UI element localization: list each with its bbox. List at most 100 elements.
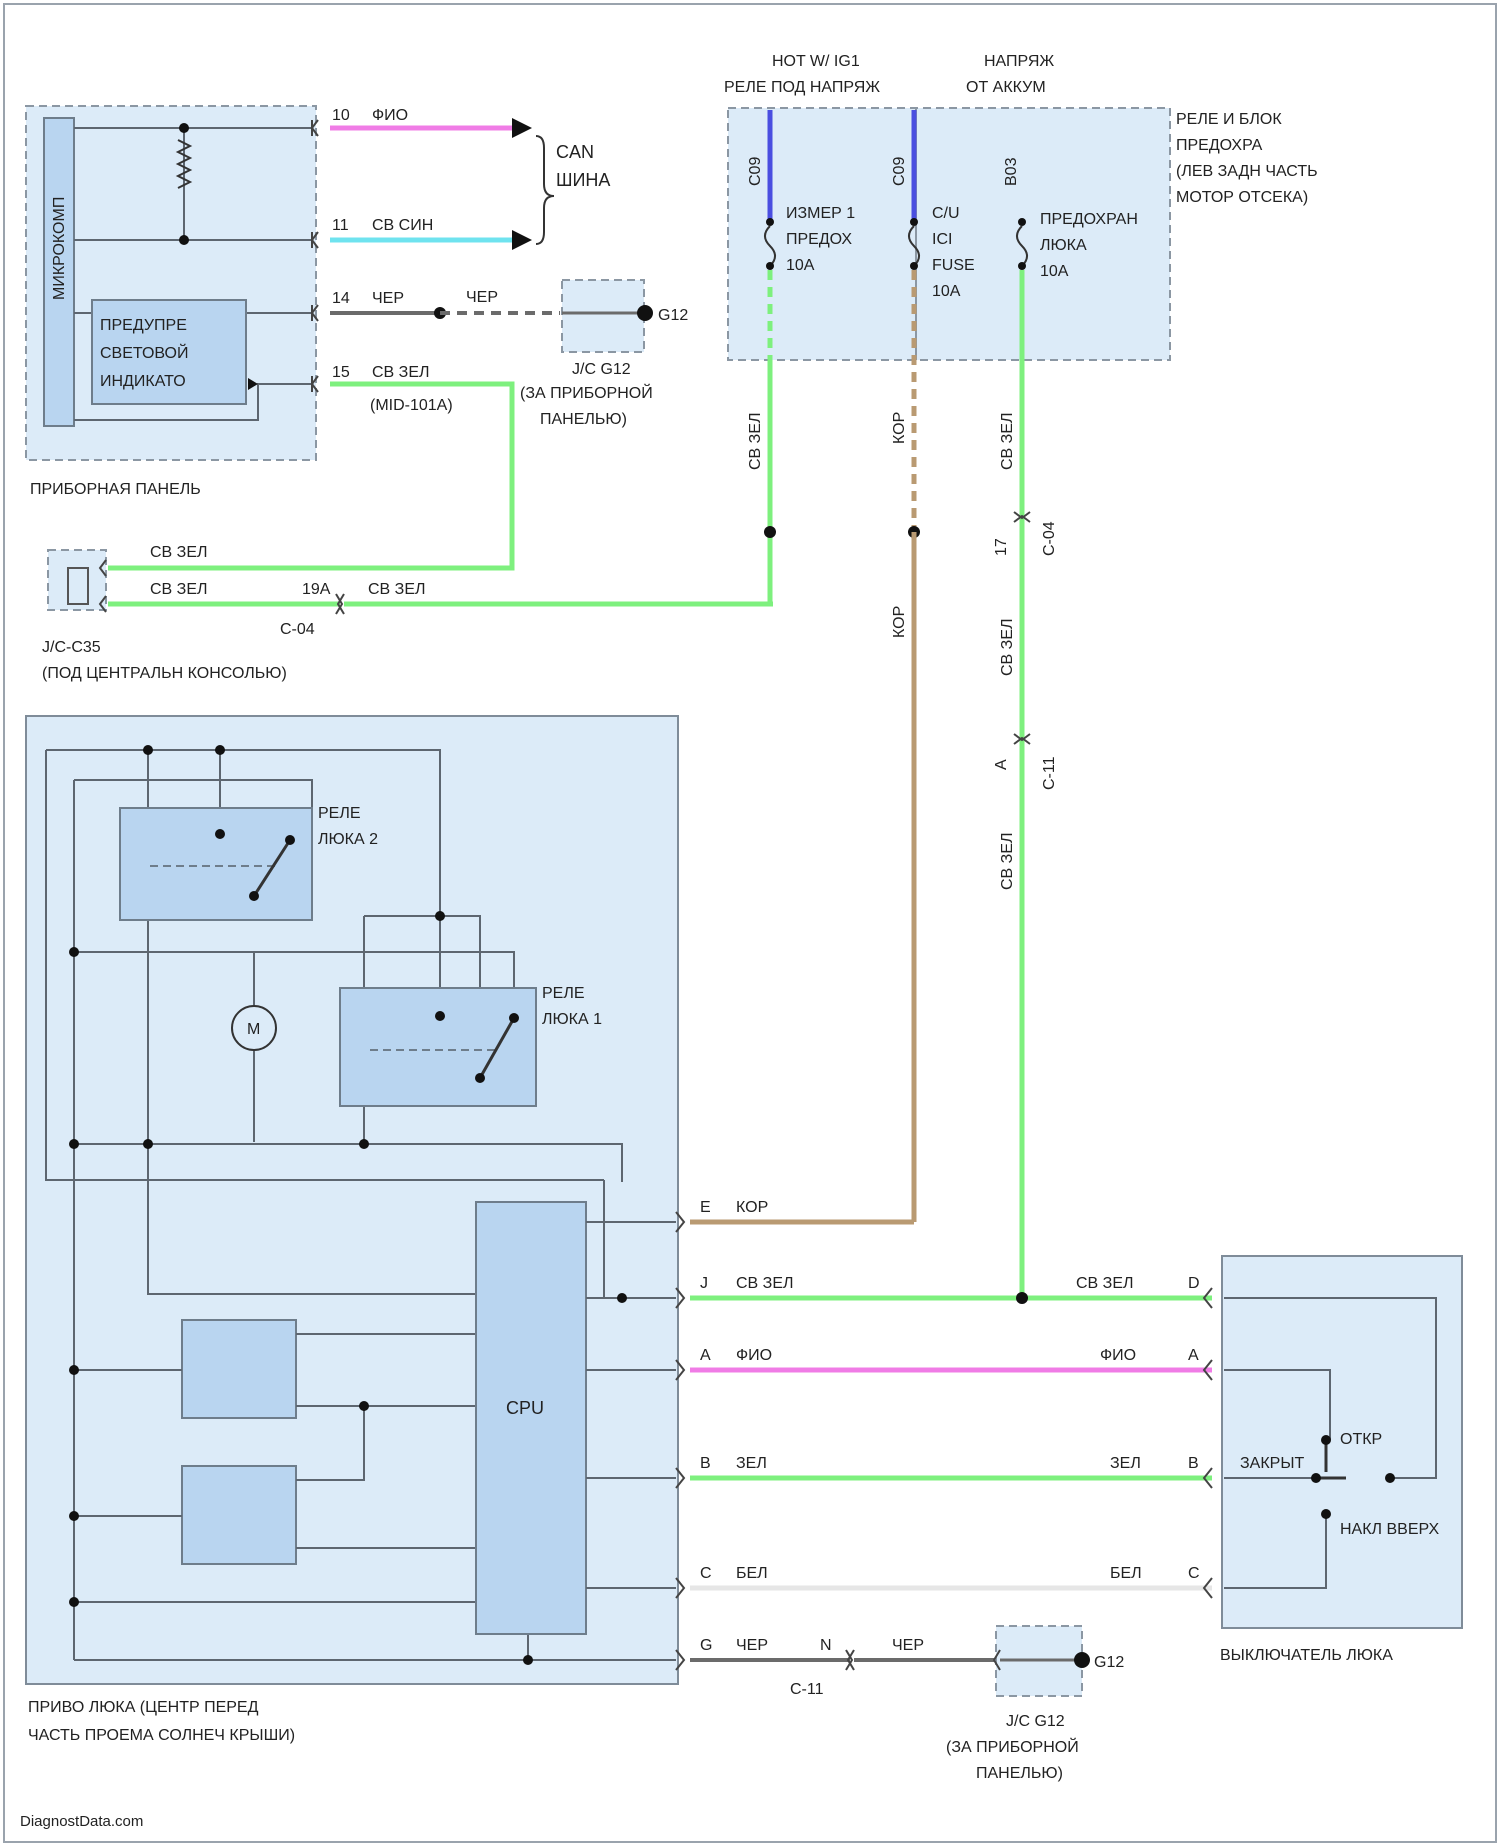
c35-wire-top: СВ ЗЕЛ — [150, 544, 208, 561]
switch-wire-c: БЕЛ — [1110, 1565, 1142, 1582]
c04-wire: СВ ЗЕЛ — [999, 618, 1016, 676]
wire-label-black: ЧЕР — [372, 290, 404, 307]
wire-label-black-2: ЧЕР — [466, 289, 498, 306]
relay-caption-2: ПРЕДОХРА — [1176, 137, 1263, 154]
c35-connector: C-04 — [280, 621, 315, 638]
wire-e: КОР — [736, 1199, 768, 1216]
fuse3-code: B03 — [1003, 157, 1020, 186]
jc-c35-caption-1: J/C-C35 — [42, 639, 101, 656]
instrument-panel: МИКРОКОМП ПРЕДУПРЕ СВЕТОВОЙ ИНДИКАТО ПРИ… — [26, 106, 316, 498]
fuse3-line2: ЛЮКА — [1040, 237, 1087, 254]
relay2-label-1: РЕЛЕ — [318, 805, 361, 822]
relay1-label-1: РЕЛЕ — [542, 985, 585, 1002]
brown-mid-label: КОР — [891, 606, 908, 638]
wire-c: БЕЛ — [736, 1565, 768, 1582]
ground-point — [637, 305, 653, 321]
c11-label: C-11 — [1041, 756, 1058, 790]
ground-label: G12 — [658, 307, 688, 324]
jc-g12-bottom-caption-1: J/C G12 — [1006, 1713, 1065, 1730]
switch-pin-b: B — [1188, 1455, 1199, 1472]
c04-label: C-04 — [1041, 521, 1058, 556]
switch-wire-d: СВ ЗЕЛ — [1076, 1275, 1134, 1292]
sunroof-motor-unit: РЕЛЕ ЛЮКА 2 M РЕЛЕ ЛЮКА 1 CPU — [26, 716, 678, 1744]
wire-label-cyan: СВ СИН — [372, 217, 433, 234]
sunroof-relay-1 — [340, 988, 536, 1106]
motor-caption-2: ЧАСТЬ ПРОЕМА СОЛНЕЧ КРЫШИ) — [28, 1727, 295, 1744]
fuse3-line3: 10A — [1040, 263, 1069, 280]
c35-wire-bottom: СВ ЗЕЛ — [150, 581, 208, 598]
relay-caption-3: (ЛЕВ ЗАДН ЧАСТЬ — [1176, 163, 1318, 180]
relay1-label-2: ЛЮКА 1 — [542, 1011, 602, 1028]
jc-g12-top-caption-2: ПАНЕЛЬЮ) — [540, 411, 627, 428]
indicator-line-3: ИНДИКАТО — [100, 373, 186, 390]
cpu-block — [476, 1202, 586, 1634]
relay-title-left-2: РЕЛЕ ПОД НАПРЯЖ — [724, 79, 880, 96]
pin-a: A — [700, 1347, 711, 1364]
ground-point — [1074, 1652, 1090, 1668]
cpu-label: CPU — [506, 1398, 544, 1418]
switch-close: ЗАКРЫТ — [1240, 1455, 1304, 1472]
jc-c35-box — [48, 550, 106, 610]
fuse2-line2: ICI — [932, 231, 952, 248]
relay-title-left-1: HOT W/ IG1 — [772, 53, 860, 70]
c04-pin: 17 — [993, 538, 1010, 556]
switch-wire-b: ЗЕЛ — [1110, 1455, 1141, 1472]
jc-g12-top-name: J/C G12 — [572, 361, 631, 378]
fuse2-drop-wire: КОР — [891, 412, 908, 444]
jc-g12-bottom-caption-2: (ЗА ПРИБОРНОЙ — [946, 1737, 1079, 1756]
fuse1-line1: ИЗМЕР 1 — [786, 205, 855, 222]
motor-caption-1: ПРИВО ЛЮКА (ЦЕНТР ПЕРЕД — [28, 1699, 259, 1716]
fuse1-code: C09 — [747, 157, 764, 186]
wire-label-pink: ФИО — [372, 107, 408, 124]
fuse3-line1: ПРЕДОХРАН — [1040, 211, 1138, 228]
pin-j: J — [700, 1275, 708, 1292]
switch-pin-d: D — [1188, 1275, 1200, 1292]
wire-a: ФИО — [736, 1347, 772, 1364]
relay2-label-2: ЛЮКА 2 — [318, 831, 378, 848]
wire-j: СВ ЗЕЛ — [736, 1275, 794, 1292]
fuse2-line1: C/U — [932, 205, 960, 222]
wire-b: ЗЕЛ — [736, 1455, 767, 1472]
switch-wire-a: ФИО — [1100, 1347, 1136, 1364]
switch-tilt: НАКЛ ВВЕРХ — [1340, 1521, 1439, 1538]
c11-ground-connector: C-11 — [790, 1681, 824, 1698]
microcomputer-label: МИКРОКОМП — [51, 197, 68, 300]
pin-11: 11 — [332, 217, 349, 234]
wire-label-green: СВ ЗЕЛ — [372, 364, 430, 381]
can-bus-label: ШИНА — [556, 170, 610, 190]
jc-g12-top-caption-1: (ЗА ПРИБОРНОЙ — [520, 383, 653, 402]
wire-g: ЧЕР — [736, 1637, 768, 1654]
c35-wire-right: СВ ЗЕЛ — [368, 581, 426, 598]
instrument-panel-caption: ПРИБОРНАЯ ПАНЕЛЬ — [30, 481, 201, 498]
watermark: DiagnostData.com — [20, 1813, 143, 1830]
indicator-line-2: СВЕТОВОЙ — [100, 343, 188, 362]
fuse1-line3: 10A — [786, 257, 815, 274]
c11-pin: A — [993, 759, 1010, 770]
relay-caption-1: РЕЛЕ И БЛОК — [1176, 111, 1282, 128]
motor-label: M — [247, 1021, 260, 1038]
jc-g12-bottom-caption-3: ПАНЕЛЬЮ) — [976, 1765, 1063, 1782]
fuse1-line2: ПРЕДОХ — [786, 231, 852, 248]
ground-label-bottom: G12 — [1094, 1654, 1124, 1671]
relay-caption-4: МОТОР ОТСЕКА) — [1176, 189, 1308, 206]
c11-wire: СВ ЗЕЛ — [999, 832, 1016, 890]
logic-block-1 — [182, 1320, 296, 1418]
sunroof-switch-caption: ВЫКЛЮЧАТЕЛЬ ЛЮКА — [1220, 1647, 1393, 1664]
c11-ground-pin: N — [820, 1637, 832, 1654]
can-label: CAN — [556, 142, 594, 162]
wire-code: (MID-101A) — [370, 397, 453, 414]
jc-g12-top-box — [562, 280, 644, 352]
indicator-line-1: ПРЕДУПРЕ — [100, 317, 187, 334]
fuse2-line3: FUSE — [932, 257, 975, 274]
pin-g: G — [700, 1637, 712, 1654]
pin-e: E — [700, 1199, 711, 1216]
fuse3-drop-wire: СВ ЗЕЛ — [999, 412, 1016, 470]
pin-c: C — [700, 1565, 712, 1582]
pin-b: B — [700, 1455, 711, 1472]
switch-pin-c: C — [1188, 1565, 1200, 1582]
c35-pin: 19A — [302, 581, 331, 598]
relay-title-right-2: ОТ АККУМ — [966, 79, 1046, 96]
fuse2-line4: 10A — [932, 283, 961, 300]
fuse2-code: C09 — [891, 157, 908, 186]
